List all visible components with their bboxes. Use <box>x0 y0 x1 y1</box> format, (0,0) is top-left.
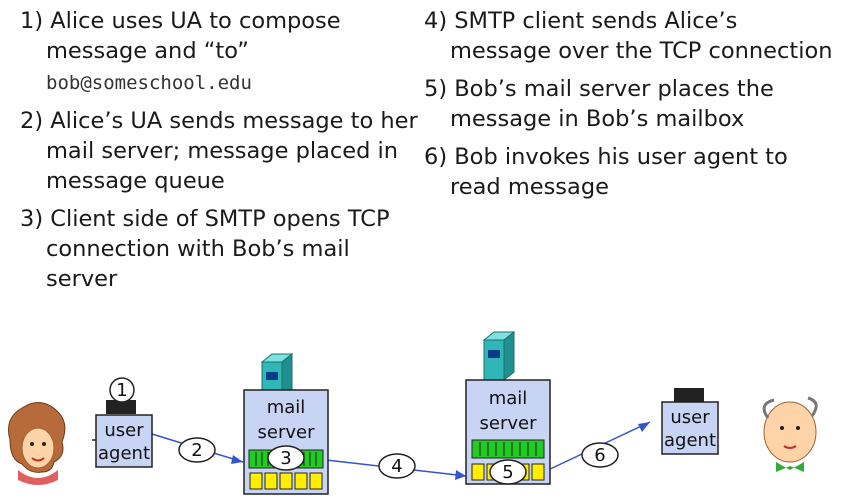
bob-face-icon <box>762 396 818 472</box>
step-marker-1-label: 1 <box>116 380 127 401</box>
arrowhead-4 <box>455 470 466 480</box>
step-4: 4) SMTP client sends Alice’s message ove… <box>424 8 833 64</box>
server-tower-icon <box>482 330 516 382</box>
step-3: 3) Client side of SMTP opens TCP connect… <box>20 206 390 292</box>
step-marker-2-label: 2 <box>191 440 202 461</box>
steps-right-column: 4) SMTP client sends Alice’s message ove… <box>424 6 839 210</box>
alice-face-icon <box>8 402 66 485</box>
bob-user-agent: user agent <box>661 388 719 455</box>
queue-slots <box>479 442 537 456</box>
step-marker-3: 3 <box>267 445 305 471</box>
step-marker-2: 2 <box>178 437 216 463</box>
steps-left-column: 1) Alice uses UA to compose message and … <box>20 6 420 302</box>
alice-ua-label-1: user <box>104 420 144 441</box>
phone-icon <box>106 400 136 414</box>
step-marker-4: 4 <box>378 453 416 479</box>
arrowheads <box>231 422 650 480</box>
alice-ua-label-2: agent <box>98 443 150 464</box>
step-marker-5: 5 <box>489 459 527 485</box>
step-2: 2) Alice’s UA sends message to her mail … <box>20 108 418 194</box>
step-markers: 1 2 3 4 5 6 <box>109 377 619 485</box>
step-marker-3-label: 3 <box>280 448 291 469</box>
step-1-text: 1) Alice uses UA to compose message and … <box>20 8 341 64</box>
mailboxes <box>249 472 323 490</box>
step-marker-6: 6 <box>581 442 619 468</box>
phone-icon <box>674 388 704 402</box>
step-marker-6-label: 6 <box>594 445 605 466</box>
alice-server-label-2: server <box>258 422 316 443</box>
arrowhead-6 <box>638 422 650 432</box>
alice-server-label-1: mail <box>267 397 306 418</box>
bob-ua-label-1: user <box>670 407 710 428</box>
bob-server-label-1: mail <box>489 388 528 409</box>
step-5: 5) Bob’s mail server places the message … <box>424 76 774 132</box>
step-marker-5-label: 5 <box>502 462 513 483</box>
message-queue <box>471 439 545 459</box>
bob-ua-box <box>661 401 719 455</box>
step-1: 1) Alice uses UA to compose message and … <box>20 6 420 98</box>
bob-server-label-2: server <box>480 413 538 434</box>
arrowhead-2 <box>231 455 243 464</box>
step-marker-4-label: 4 <box>391 456 402 477</box>
alice-ua-box <box>95 414 153 468</box>
alice-mail-server: mail server <box>243 352 329 495</box>
bob-ua-label-2: agent <box>664 430 716 451</box>
step-1-address: bob@someschool.edu <box>46 72 252 94</box>
step-6: 6) Bob invokes his user agent to read me… <box>424 144 788 200</box>
step-marker-1: 1 <box>109 377 135 403</box>
alice-user-agent: user agent <box>92 400 153 468</box>
